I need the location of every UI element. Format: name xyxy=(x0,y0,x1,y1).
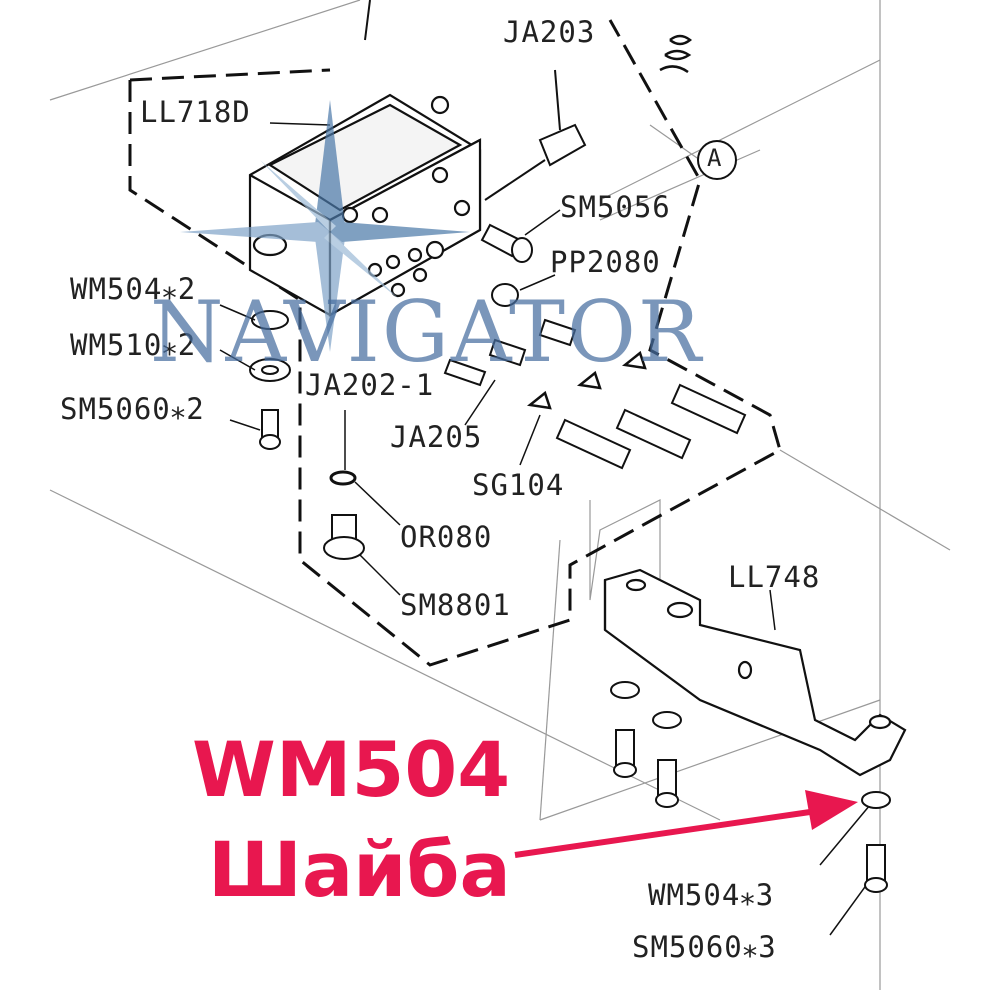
bottom-washers xyxy=(610,681,891,809)
label-ja202-1: JA202-1 xyxy=(305,368,435,402)
label-sg104: SG104 xyxy=(472,468,565,502)
left-washers xyxy=(249,310,291,382)
bottom-screws xyxy=(613,729,888,893)
brand-watermark: NAVIGATOR xyxy=(150,283,704,381)
spring-clip xyxy=(659,34,693,74)
caption-part-name: Шайба xyxy=(208,825,511,914)
tubes xyxy=(555,383,747,470)
fittings-ja205 xyxy=(443,318,577,387)
label-ll748: LL748 xyxy=(728,560,821,594)
label-callout-a: A xyxy=(707,144,723,172)
label-ll718d: LL718D xyxy=(140,95,251,129)
label-sm5060x3: SM5060⁎3 xyxy=(632,930,777,964)
highlight-arrow xyxy=(514,790,858,858)
label-sm5060x2: SM5060⁎2 xyxy=(60,392,205,426)
label-or080: OR080 xyxy=(400,520,493,554)
label-wm510x2: WM510⁎2 xyxy=(70,328,197,362)
label-sm5056: SM5056 xyxy=(560,190,671,224)
screw-sm8801 xyxy=(323,514,365,560)
callout-a xyxy=(697,140,737,180)
label-ja203: JA203 xyxy=(503,15,596,49)
label-wm504x2: WM504⁎2 xyxy=(70,272,197,306)
label-pp2080: PP2080 xyxy=(550,245,661,279)
fitting-ja203 xyxy=(484,69,587,201)
bracket-ll748 xyxy=(603,568,907,777)
label-ja205: JA205 xyxy=(390,420,483,454)
label-wm504x3: WM504⁎3 xyxy=(648,878,775,912)
plug-pp2080 xyxy=(491,283,519,307)
screw-sm5060-left xyxy=(259,409,281,450)
washer-wm504-highlighted xyxy=(861,791,891,809)
box-ll718d xyxy=(248,93,482,317)
oring-or080 xyxy=(329,470,357,486)
label-sm8801: SM8801 xyxy=(400,588,511,622)
screw-sm5056 xyxy=(480,223,533,263)
caption-part-number: WM504 xyxy=(192,725,511,814)
clips-sg104 xyxy=(526,350,647,410)
assembly-boundary xyxy=(128,19,782,667)
compass-logo-icon xyxy=(180,100,470,352)
leader-lines xyxy=(219,122,871,936)
